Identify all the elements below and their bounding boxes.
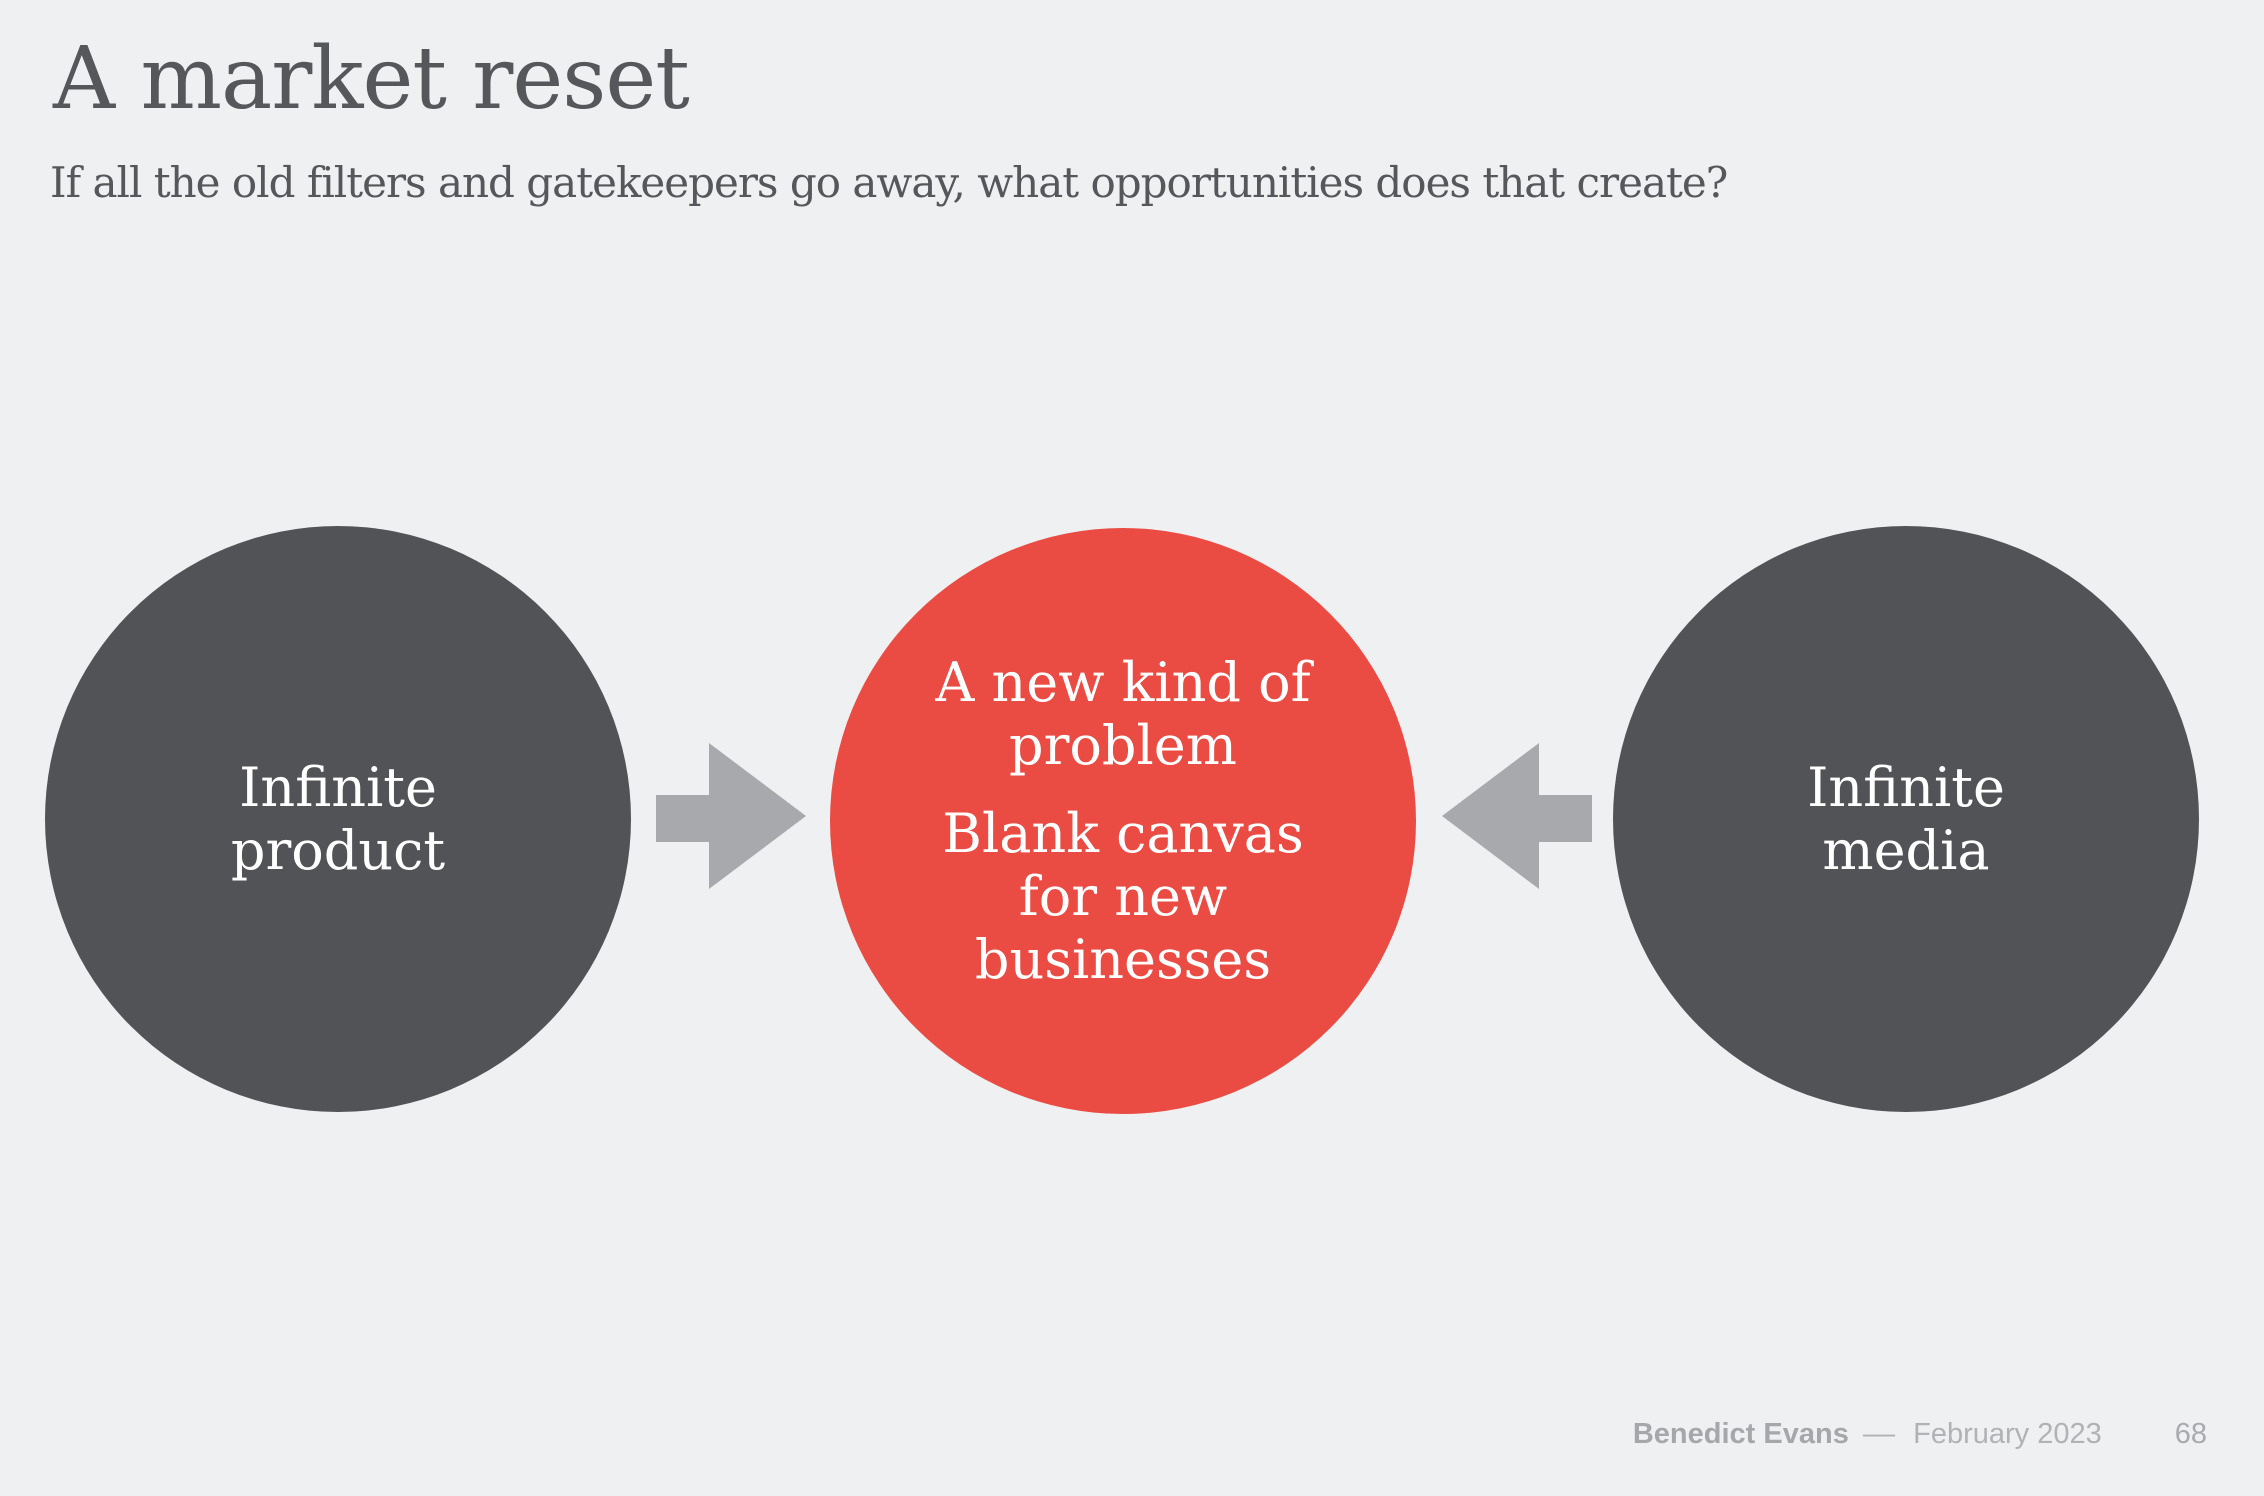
footer-author: Benedict Evans xyxy=(1632,1418,1849,1450)
circle-new-problem-body: Blank canvas for new businesses xyxy=(942,802,1304,991)
slide-title: A market reset xyxy=(53,29,690,129)
circle-infinite-media: Infinite media xyxy=(1613,526,2199,1112)
circle-infinite-product: Infinite product xyxy=(45,526,631,1112)
circle-new-problem: A new kind of problem Blank canvas for n… xyxy=(830,528,1416,1114)
circle-infinite-product-label: Infinite product xyxy=(230,756,446,882)
footer-date: February 2023 xyxy=(1913,1418,2102,1450)
circle-new-problem-heading: A new kind of problem xyxy=(935,651,1311,777)
slide-subtitle: If all the old filters and gatekeepers g… xyxy=(50,158,1728,207)
footer-separator: –– xyxy=(1862,1418,1896,1450)
arrow-right-icon xyxy=(656,743,806,889)
arrow-right-shape xyxy=(656,743,806,889)
footer-page-number: 68 xyxy=(2174,1418,2207,1450)
arrow-left-shape xyxy=(1442,743,1592,889)
arrow-left-icon xyxy=(1442,743,1592,889)
circle-infinite-media-label: Infinite media xyxy=(1807,756,2005,882)
footer: Benedict Evans –– February 2023 68 xyxy=(1633,1417,2207,1452)
